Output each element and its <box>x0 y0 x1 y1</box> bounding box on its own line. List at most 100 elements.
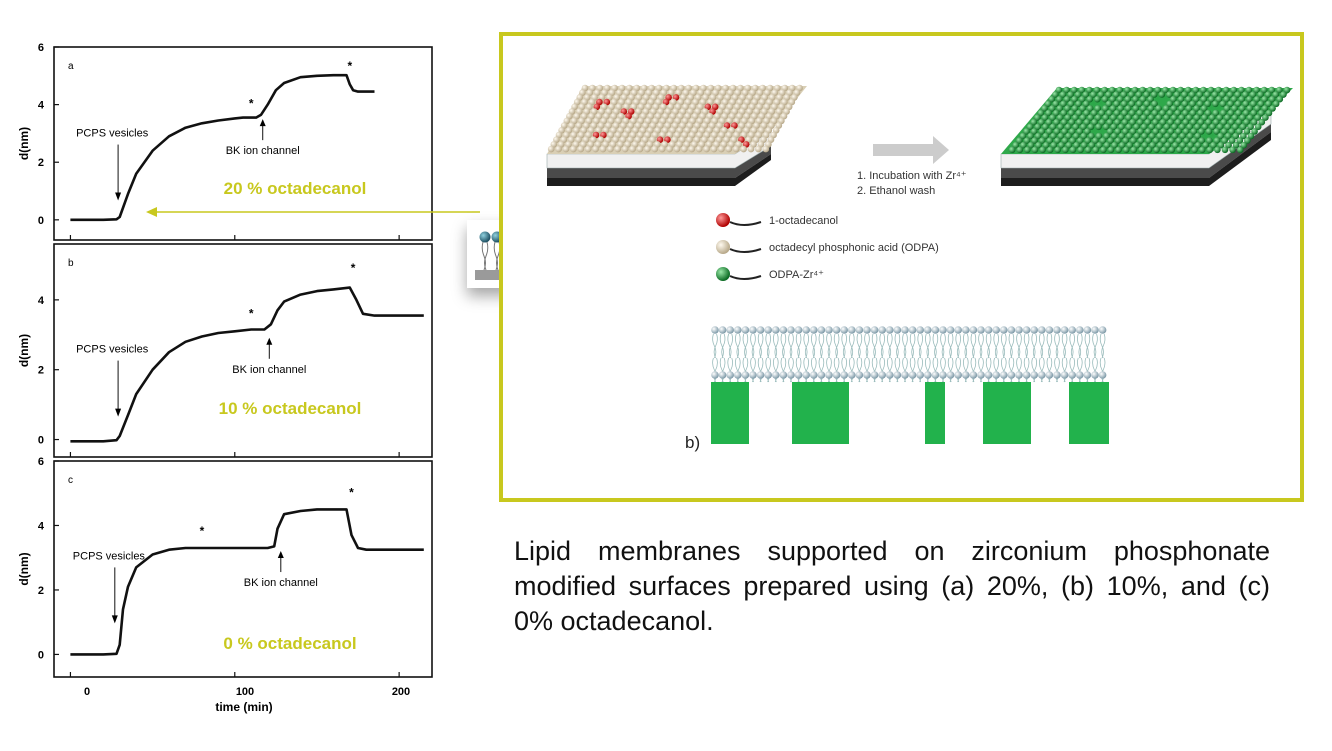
headgroup <box>1250 109 1258 117</box>
bilayer-head <box>787 326 795 334</box>
headgroup <box>1186 132 1194 140</box>
bilayer-head <box>855 326 864 334</box>
headgroup <box>621 145 629 153</box>
legend-tail <box>729 248 762 253</box>
headgroup <box>1175 137 1183 144</box>
bilayer-head <box>840 326 848 334</box>
headgroup <box>1178 123 1186 131</box>
headgroup <box>1254 105 1261 112</box>
y-tick-label: 0 <box>38 649 44 661</box>
headgroup <box>1173 91 1181 98</box>
substrate-side-after <box>1001 132 1271 186</box>
headgroup <box>1136 118 1144 126</box>
event-marker: * <box>249 306 254 320</box>
bilayer-tail <box>925 333 931 359</box>
headgroup <box>1185 105 1193 112</box>
bilayer-head <box>969 371 978 379</box>
bilayer-head <box>1038 371 1046 379</box>
headgroup <box>1057 132 1065 140</box>
headgroup <box>1217 132 1224 140</box>
headgroup <box>1118 132 1126 140</box>
headgroup <box>1128 100 1136 108</box>
headgroup <box>644 145 651 153</box>
headgroup <box>1238 95 1246 103</box>
bilayer-head <box>1015 371 1023 379</box>
patch-block <box>983 382 1031 444</box>
bilayer-head <box>992 371 1000 379</box>
headgroup <box>1113 109 1121 117</box>
headgroup <box>1106 118 1114 126</box>
headgroup <box>1170 105 1178 112</box>
bilayer-tail <box>856 333 863 359</box>
headgroup <box>1139 86 1146 94</box>
headgroup <box>1080 132 1088 140</box>
bilayer-head <box>1060 371 1069 379</box>
headgroup <box>1076 128 1084 135</box>
headgroup <box>1076 118 1083 126</box>
headgroup <box>1045 109 1052 117</box>
headgroup <box>1061 128 1068 135</box>
headgroup <box>1020 141 1027 149</box>
headgroup <box>1242 91 1249 98</box>
headgroup <box>1200 95 1208 103</box>
surface-after <box>1000 86 1293 186</box>
headgroup <box>1210 141 1217 149</box>
headgroup <box>1183 137 1190 144</box>
bilayer-tail <box>947 333 954 359</box>
bilayer-head <box>954 371 962 379</box>
bilayer-head <box>863 326 871 334</box>
headgroup <box>1084 146 1092 154</box>
bilayer-head <box>848 371 856 379</box>
bilayer-head <box>726 326 734 334</box>
bilayer-head <box>779 326 788 334</box>
headgroup <box>1211 91 1219 98</box>
headgroup <box>1145 137 1152 144</box>
headgroup <box>1171 123 1178 131</box>
headgroup <box>1056 114 1064 121</box>
headgroup <box>1107 146 1115 154</box>
bilayer-tail <box>1023 333 1030 359</box>
headgroup <box>1235 109 1242 117</box>
legend-swatch-odpa <box>716 240 730 254</box>
headgroup <box>1069 137 1076 144</box>
headgroup <box>1146 86 1154 94</box>
headgroup <box>1056 105 1064 112</box>
bilayer-tail <box>1039 333 1045 359</box>
bilayer-head <box>764 326 772 334</box>
headgroup <box>1226 91 1234 98</box>
bilayer-head <box>1000 326 1008 334</box>
headgroup <box>1236 128 1243 135</box>
headgroup <box>1156 141 1164 149</box>
zr-phosphonate-patches <box>711 382 1109 444</box>
headgroup <box>1181 100 1189 108</box>
bilayer-tail <box>757 333 764 359</box>
headgroup <box>1122 146 1130 154</box>
headgroup <box>1164 141 1172 149</box>
headgroup <box>1083 118 1091 126</box>
headgroup <box>584 145 592 153</box>
headgroup <box>1120 100 1128 108</box>
bilayer-head <box>946 326 955 334</box>
headgroup <box>1044 100 1052 108</box>
headgroup <box>1156 123 1163 131</box>
headgroup <box>718 145 725 153</box>
headgroup <box>1096 141 1103 149</box>
headgroup <box>1181 91 1188 98</box>
headgroup <box>1215 95 1223 103</box>
bilayer-tail <box>894 333 901 359</box>
headgroup <box>1250 100 1257 108</box>
headgroup <box>1095 123 1102 131</box>
headgroup <box>1068 109 1075 117</box>
headgroup <box>1238 105 1246 112</box>
headgroup <box>1100 146 1107 154</box>
headgroup <box>1072 132 1080 140</box>
headgroup <box>1230 86 1238 94</box>
headgroup <box>1086 105 1094 112</box>
headgroup <box>740 145 747 153</box>
headgroup <box>1046 128 1053 135</box>
headgroup <box>1130 146 1138 154</box>
headgroup <box>1063 95 1071 103</box>
headgroup <box>1207 86 1215 94</box>
